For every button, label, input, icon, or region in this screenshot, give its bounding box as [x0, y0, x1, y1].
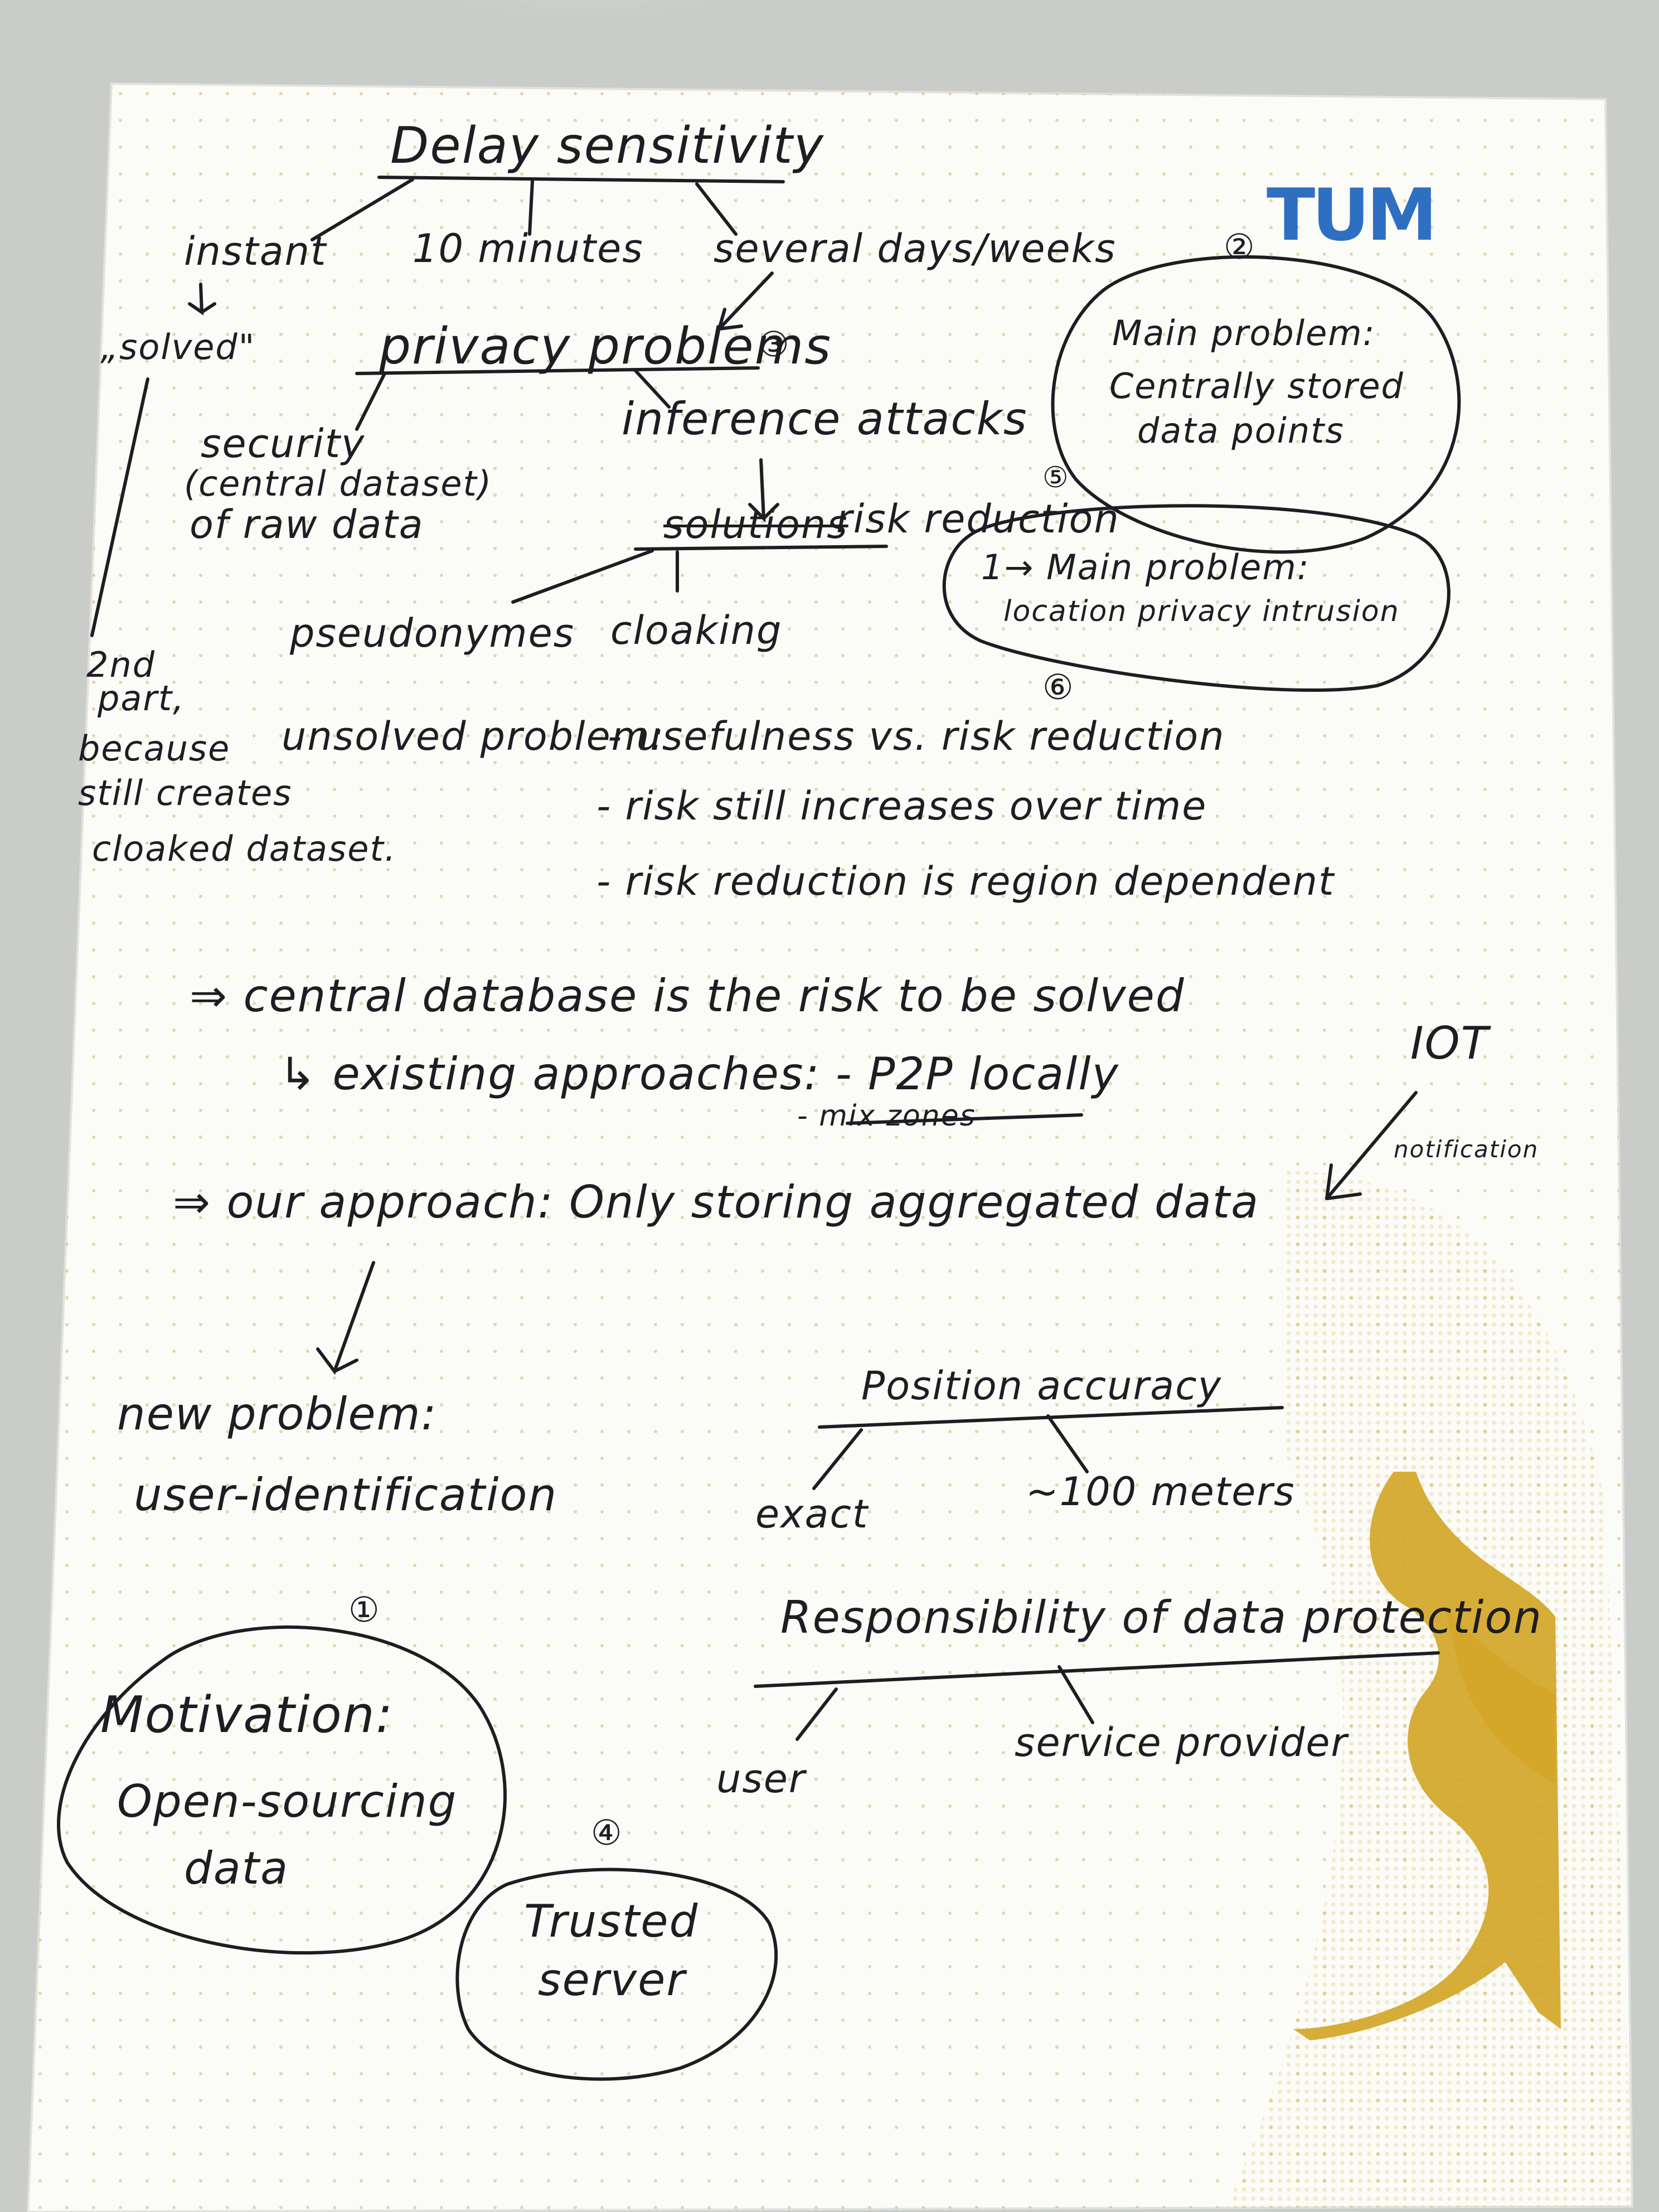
- gold-swirl: [1293, 1472, 1561, 2040]
- note-delay-instant: instant: [184, 229, 327, 274]
- note-num-5: ⑤: [1042, 461, 1070, 494]
- note-second-5: cloaked dataset.: [92, 828, 397, 869]
- note-num-6: ⑥: [1042, 667, 1075, 707]
- note-responsibility: Responsibility of data protection: [780, 1592, 1543, 1643]
- note-service-provider: service provider: [1015, 1720, 1348, 1765]
- note-num-2: ②: [1224, 226, 1256, 267]
- tum-logo: TUM: [1267, 174, 1438, 257]
- note-existing: ↳ existing approaches: - P2P locally: [279, 1048, 1119, 1100]
- note-solutions-struck: solutions: [663, 502, 848, 547]
- note-our-approach: ⇒ our approach: Only storing aggregated …: [173, 1176, 1260, 1228]
- note-main-problem-3: data points: [1137, 410, 1345, 451]
- note-security-3: of raw data: [190, 502, 424, 547]
- note-loc-privacy-2: location privacy intrusion: [1003, 595, 1400, 628]
- light-reflection: [351, 0, 819, 100]
- note-delay-10min: 10 minutes: [413, 226, 644, 271]
- note-second-3: because: [78, 728, 231, 769]
- note-mix-zones: - mix zones: [797, 1099, 976, 1133]
- note-num-3: ③: [758, 324, 790, 365]
- note-trusted-2: server: [538, 1954, 686, 2006]
- note-second-1: 2nd: [86, 644, 156, 685]
- note-unsolved-2: - risk still increases over time: [596, 783, 1207, 829]
- note-iot: IOT: [1410, 1017, 1490, 1069]
- note-risk-reduction: risk reduction: [836, 496, 1120, 542]
- note-trusted-1: Trusted: [524, 1895, 699, 1947]
- note-motivation-1: Motivation:: [100, 1686, 394, 1744]
- note-meters: ~100 meters: [1026, 1469, 1296, 1515]
- note-num-1: ①: [348, 1589, 381, 1630]
- note-iot-notification: notification: [1394, 1136, 1539, 1163]
- note-user-ident: user-identification: [134, 1469, 558, 1521]
- note-inference: inference attacks: [622, 393, 1028, 445]
- note-security-2: (central dataset): [184, 463, 493, 504]
- note-unsolved-3: - risk reduction is region dependent: [596, 858, 1335, 904]
- note-second-2: part,: [98, 678, 185, 719]
- note-unsolved-1: - usefulness vs. risk reduction: [608, 714, 1225, 759]
- note-security-1: security: [201, 421, 366, 467]
- note-user: user: [716, 1756, 806, 1802]
- note-num-4: ④: [591, 1812, 623, 1853]
- sketch-lines: [57, 176, 1461, 2081]
- note-delay-days: several days/weeks: [714, 226, 1117, 271]
- note-position-accuracy: Position accuracy: [861, 1363, 1223, 1409]
- note-motivation-2: Open-sourcing: [117, 1776, 458, 1827]
- note-pseudonymes: pseudonymes: [290, 610, 575, 656]
- note-loc-privacy-1: 1→ Main problem:: [981, 547, 1310, 588]
- note-delay-title: Delay sensitivity: [390, 117, 825, 175]
- note-new-problem: new problem:: [117, 1388, 438, 1440]
- note-solved: „solved": [100, 327, 256, 367]
- note-cloaking: cloaking: [610, 608, 783, 653]
- note-main-problem-1: Main problem:: [1112, 313, 1376, 353]
- note-exact: exact: [755, 1491, 869, 1537]
- note-privacy-problems: privacy problems: [379, 317, 832, 376]
- note-motivation-3: data: [184, 1842, 289, 1894]
- note-main-problem-2: Centrally stored: [1109, 366, 1404, 406]
- note-unsolved-label: unsolved problem:: [282, 714, 665, 759]
- note-second-4: still creates: [78, 773, 293, 813]
- note-central-db: ⇒ central database is the risk to be sol…: [190, 970, 1185, 1022]
